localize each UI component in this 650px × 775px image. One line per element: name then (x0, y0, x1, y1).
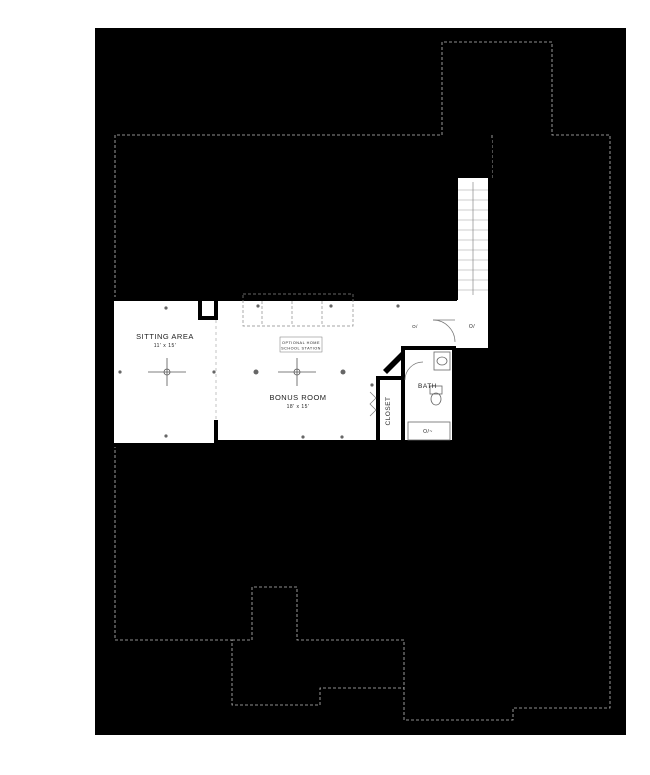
outlet-icon (340, 435, 344, 439)
outlet-icon (256, 304, 260, 308)
closet-corner-c (214, 301, 218, 320)
sitting-area-label: SITTING AREA (136, 332, 194, 341)
school-station-note-line1: OPTIONAL HOME (282, 341, 320, 345)
tub-marker: O/~ (423, 429, 433, 435)
light-fixtures (118, 304, 400, 439)
bonus-room-dims: 18' x 15' (287, 404, 310, 410)
sitting-area-floor (113, 300, 217, 445)
light-icon (253, 369, 259, 375)
landing-floor (455, 300, 491, 350)
ceiling-fans (148, 358, 316, 386)
closet-bifold (369, 391, 377, 417)
wall-south-bonus (217, 440, 456, 444)
toilet-icon (430, 392, 442, 406)
outlet-icon (212, 370, 216, 374)
closet-corner-b (198, 316, 218, 320)
outlet-icon (164, 434, 168, 438)
wall-south-sitting (110, 443, 218, 447)
school-station-outline (242, 293, 354, 327)
closet-wall-north (376, 376, 405, 380)
bath-door-swing (404, 361, 424, 381)
angled-wall (383, 352, 405, 374)
closet-label: CLOSET (385, 396, 392, 425)
bath-wall-west (401, 346, 405, 444)
outlet-icon (396, 304, 400, 308)
stair-wall-west (454, 138, 458, 300)
landing-wall-south (454, 348, 492, 352)
closet-wall-west (376, 376, 380, 442)
bath-fixtures (407, 351, 451, 441)
stair-floor (457, 177, 488, 300)
bonus-room-label: BONUS ROOM (269, 393, 326, 402)
vanity-icon (433, 351, 451, 371)
wall-west (110, 297, 114, 447)
outlet-icon (118, 370, 122, 374)
stair-wall-east (488, 138, 492, 352)
fan-icon (148, 358, 186, 386)
sitting-area-dims: 11' x 15' (154, 343, 176, 349)
doors (369, 319, 456, 417)
bath-label: BATH (418, 383, 437, 390)
appliance-marker: O/ (412, 324, 418, 329)
outlet-icon (301, 435, 305, 439)
stair-top-void (454, 138, 492, 178)
outlet-icon (164, 306, 168, 310)
light-icon (340, 369, 346, 375)
school-station-note-line2: SCHOOL STATION (281, 347, 321, 351)
sink-icon (436, 356, 448, 366)
school-station-note-box (279, 336, 323, 353)
landing-marker: O/ (469, 324, 475, 330)
wall-north-east (355, 297, 457, 301)
outlet-icon (329, 304, 333, 308)
bathtub-icon (407, 421, 451, 441)
walls (110, 138, 492, 447)
bath-wall-east (452, 346, 456, 444)
wall-divider-low (214, 420, 218, 447)
toilet-tank-icon (429, 385, 443, 395)
bath-wall-north (401, 346, 456, 350)
outlet-icon (370, 383, 374, 387)
stair-treads (458, 182, 488, 295)
wall-north (110, 297, 355, 301)
closet-corner-a (198, 301, 202, 320)
fan-icon (278, 358, 316, 386)
